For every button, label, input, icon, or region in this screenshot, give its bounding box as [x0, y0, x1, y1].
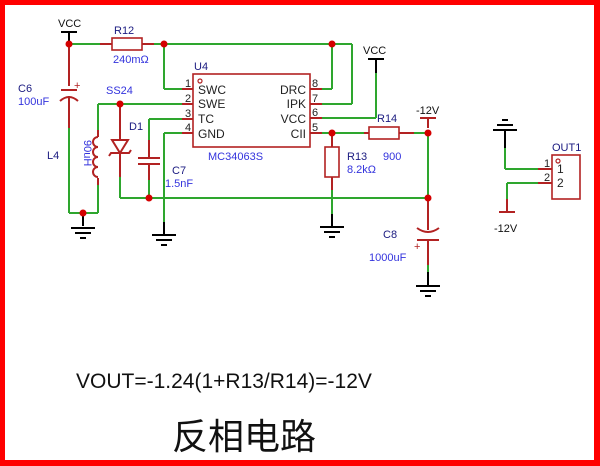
c8-value: 1000uF [369, 252, 407, 264]
pin-number: 2 [185, 93, 191, 105]
l4-inductor [92, 136, 99, 178]
ground-symbol [71, 227, 95, 239]
pin-name: IPK [287, 97, 306, 111]
junction-dot [145, 194, 153, 202]
r12-resistor [111, 37, 143, 51]
pin-name: DRC [280, 83, 306, 97]
pin-name: TC [198, 112, 214, 126]
junction-dot [65, 40, 73, 48]
c8-ref: C8 [383, 229, 397, 241]
c7-value: 1.5nF [165, 178, 193, 190]
r13-resistor [324, 146, 340, 178]
pin-name: SWE [198, 97, 225, 111]
d1-value: SS24 [106, 85, 133, 97]
u4-ic-body [192, 73, 311, 148]
pin-number: 1 [185, 78, 191, 90]
ground-symbol [416, 285, 440, 297]
pin-number: 8 [312, 78, 318, 90]
pin-number: 7 [312, 93, 318, 105]
neg12v-label: -12V [416, 105, 440, 117]
junction-dot [424, 129, 432, 137]
pin-name: GND [198, 127, 225, 141]
r12-ref: R12 [114, 25, 134, 37]
junction-dot [328, 129, 336, 137]
r14-value: 900 [383, 151, 401, 163]
neg12v-net-symbol: -12V [416, 105, 440, 119]
vcc-left-label: VCC [58, 18, 81, 30]
c6-ref: C6 [18, 83, 32, 95]
junction-dot [79, 209, 87, 217]
pin-name: 2 [557, 176, 564, 190]
ground-symbol [152, 234, 176, 246]
pin-number: 1 [544, 158, 550, 170]
pin-number: 4 [185, 122, 191, 134]
svg-text:+: + [74, 80, 80, 92]
diagram-title: 反相电路 [172, 417, 317, 458]
pin-number: 6 [312, 107, 318, 119]
r13-ref: R13 [347, 151, 367, 163]
vcc-left-symbol: VCC [58, 18, 81, 44]
c7-ref: C7 [172, 165, 186, 177]
junction-dot [160, 40, 168, 48]
pin-name: 1 [557, 162, 564, 176]
u4-ref: U4 [194, 61, 208, 73]
ground-symbol [320, 226, 344, 238]
pin-name: SWC [198, 83, 226, 97]
junction-dot [328, 40, 336, 48]
c8-capacitor [416, 227, 440, 233]
out1-ref: OUT1 [552, 142, 581, 154]
vout-formula: VOUT=-1.24(1+R13/R14)=-12V [76, 370, 372, 393]
ground-symbol [493, 119, 517, 131]
r14-ref: R14 [377, 113, 397, 125]
junction-dot [424, 194, 432, 202]
pin-name: VCC [281, 112, 307, 126]
r13-value: 8.2kΩ [347, 164, 376, 176]
c6-value: 100uF [18, 96, 49, 108]
r14-resistor [368, 126, 400, 140]
pin-number: 2 [544, 172, 550, 184]
u4-part: MC34063S [208, 151, 263, 163]
pin-name: CII [291, 127, 306, 141]
l4-ref: L4 [47, 150, 59, 162]
d1-diode [110, 139, 130, 155]
l4-value: 90uH [81, 140, 93, 166]
r12-value: 240mΩ [113, 54, 149, 66]
d1-ref: D1 [129, 121, 143, 133]
svg-text:+: + [414, 241, 420, 253]
pin-number: 5 [312, 122, 318, 134]
pin-number: 3 [185, 108, 191, 120]
junction-dot [116, 100, 124, 108]
vcc-right-label: VCC [363, 45, 386, 57]
vcc-right-symbol: VCC [363, 45, 386, 73]
neg12v-conn-label: -12V [494, 223, 518, 235]
